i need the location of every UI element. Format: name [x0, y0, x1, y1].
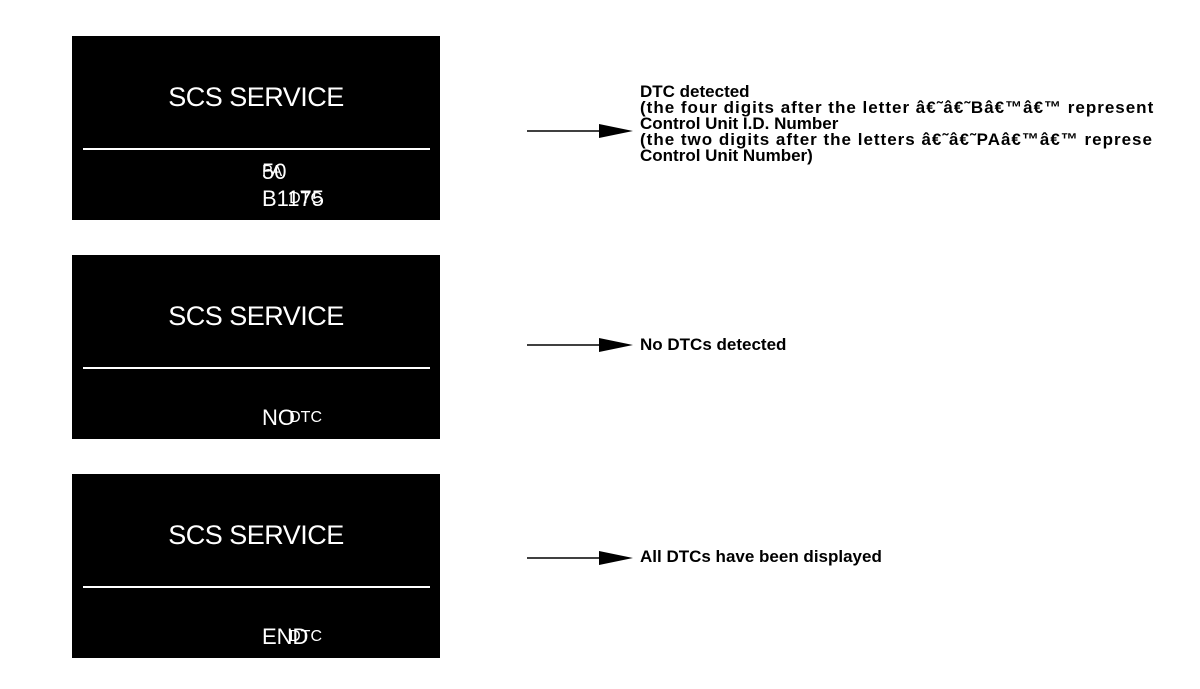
dtc-value-slot: END	[262, 622, 382, 648]
dtc-label-slot: DTC	[262, 184, 322, 210]
pa-value: 50	[262, 159, 287, 184]
scs-display-dtc-end: SCS SERVICE DTC END	[72, 474, 440, 658]
description-line: Control Unit Number)	[640, 146, 813, 165]
display-divider	[83, 586, 430, 588]
dtc-label: DTC	[289, 409, 322, 426]
scs-display-no-dtc: SCS SERVICE DTC NO	[72, 255, 440, 439]
dtc-value: END	[262, 624, 309, 649]
dtc-label-slot: DTC	[262, 403, 322, 429]
description-no-dtc: No DTCs detected	[640, 335, 787, 354]
dtc-label: DTC	[289, 190, 322, 207]
pa-value-slot: 50	[262, 157, 382, 183]
display-divider	[83, 367, 430, 369]
dtc-value: NO	[262, 405, 295, 430]
description-line: DTC detected	[640, 82, 750, 101]
display-title: SCS SERVICE	[168, 301, 344, 331]
pa-label-slot: PA	[262, 157, 322, 183]
dtc-value: B1175	[262, 186, 324, 211]
pa-label: PA	[262, 163, 283, 180]
description-dtc-end: All DTCs have been displayed	[640, 547, 882, 566]
description-line: (the four digits after the letter â€˜â€˜…	[640, 98, 1155, 117]
dtc-value-slot: NO	[262, 403, 382, 429]
scs-display-dtc-detected: SCS SERVICE PA 50 DTC B1175	[72, 36, 440, 220]
arrow-right-icon	[527, 551, 633, 565]
description-line: All DTCs have been displayed	[640, 547, 882, 566]
arrow-right-icon	[527, 124, 633, 138]
description-line: (the two digits after the letters â€˜â€˜…	[640, 130, 1153, 149]
description-dtc-detected: DTC detected (the four digits after the …	[640, 82, 1155, 165]
description-line: Control Unit I.D. Number	[640, 114, 839, 133]
dtc-label: DTC	[289, 628, 322, 645]
dtc-label-slot: DTC	[262, 622, 322, 648]
arrow-right-icon	[527, 338, 633, 352]
display-divider	[83, 148, 430, 150]
dtc-value-slot: B1175	[262, 184, 382, 210]
description-line: No DTCs detected	[640, 335, 787, 354]
display-title: SCS SERVICE	[168, 82, 344, 112]
display-title: SCS SERVICE	[168, 520, 344, 550]
